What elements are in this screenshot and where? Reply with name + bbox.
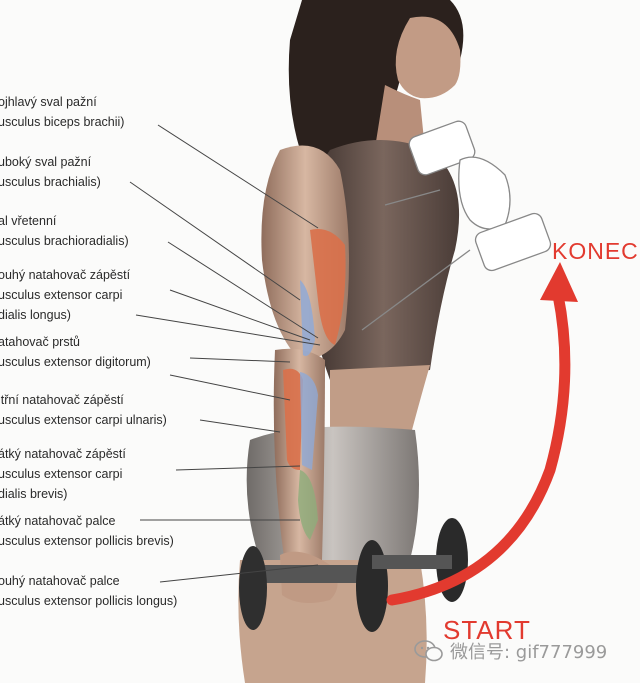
extensor-tendon-upper xyxy=(300,280,315,356)
watermark: 微信号: gif777999 xyxy=(414,638,607,664)
forearm-muscle-b xyxy=(300,372,318,470)
forearm-muscle-c xyxy=(298,470,318,540)
motion-arrow xyxy=(386,289,571,606)
face xyxy=(395,16,461,99)
forearm-muscle-a xyxy=(283,368,303,470)
biceps-muscle xyxy=(310,229,346,345)
konec-label: KONEC xyxy=(552,238,639,264)
shorts xyxy=(246,426,419,560)
label-extensor-carpi-radialis-brevis: átký natahovač zápěstí usculus extensor … xyxy=(0,447,126,501)
label-brachioradialis: al vřetenní usculus brachioradialis) xyxy=(0,214,129,248)
label-extensor-carpi-radialis-longus: ouhý natahovač zápěstí usculus extensor … xyxy=(0,268,131,322)
neck xyxy=(375,85,425,153)
wechat-icon xyxy=(414,640,443,662)
leader-lines xyxy=(129,124,321,583)
dumbbell-top-outline xyxy=(361,120,552,331)
label-extensor-digitorum: atahovač prstů usculus extensor digitoru… xyxy=(0,335,151,369)
label-brachialis: uboký sval pažní usculus brachialis) xyxy=(0,155,101,189)
label-biceps: ojhlavý sval pažní usculus biceps brachi… xyxy=(0,95,125,129)
label-extensor-pollicis-brevis: átký natahovač palce usculus extensor po… xyxy=(0,514,174,548)
label-extensor-carpi-ulnaris: itřní natahovač zápěstí usculus extensor… xyxy=(0,393,167,427)
start-label: START xyxy=(443,615,531,645)
waist xyxy=(330,365,430,430)
label-extensor-pollicis-longus: ouhý natahovač palce usculus extensor po… xyxy=(0,574,178,608)
motion-arrowhead xyxy=(540,262,578,302)
watermark-text: 微信号: gif777999 xyxy=(450,642,608,663)
